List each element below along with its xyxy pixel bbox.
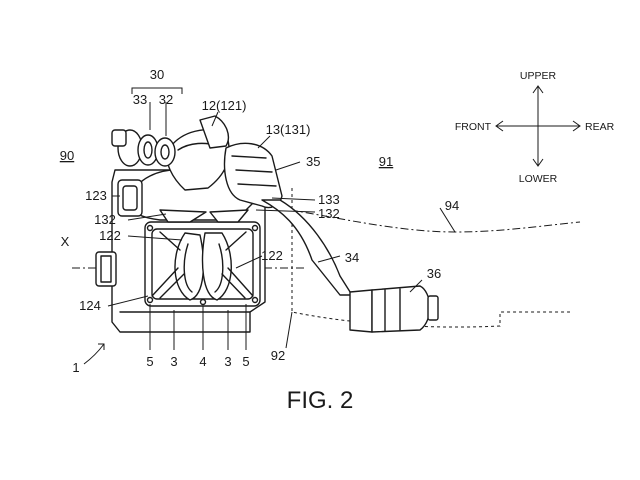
ref-5-right: 5: [242, 354, 249, 369]
front-pulley: [95, 251, 117, 287]
port-right-lower: [221, 267, 254, 299]
bolt-5: [199, 298, 207, 306]
catalytic-converter-36: [371, 285, 431, 333]
leader-12: [211, 111, 219, 127]
ref-91: 91: [379, 154, 393, 169]
intake-runner-left: [159, 209, 207, 223]
figure-caption: FIG. 2: [287, 387, 354, 414]
leader-36: [409, 279, 423, 293]
ref-1: 1: [72, 360, 79, 375]
throttle-body-32: [154, 137, 176, 167]
converter-outlet: [427, 295, 439, 321]
ref-132-left: 132: [94, 212, 116, 227]
compass-rear-label: REAR: [585, 121, 615, 133]
converter-36-bands: [384, 288, 401, 332]
exhaust-pipe-34: [261, 199, 353, 296]
ref-12: 12(121): [202, 98, 247, 113]
ref-133: 133: [318, 192, 340, 207]
leader-1: [83, 343, 105, 365]
leader-133: [271, 197, 316, 201]
port-left-lower: [151, 267, 185, 299]
ref-3-right: 3: [224, 354, 231, 369]
actuator-box: [111, 129, 127, 147]
leader-94: [439, 207, 456, 233]
rear-arrowhead: [572, 120, 581, 132]
ref-124: 124: [79, 298, 101, 313]
rotor-left-inner: [183, 243, 193, 293]
leader-124: [107, 295, 149, 307]
lower-arrowhead: [532, 158, 544, 167]
ref-32: 32: [159, 92, 173, 107]
ref-94: 94: [445, 198, 459, 213]
leader-122-left: [127, 235, 183, 241]
ref-90: 90: [60, 148, 74, 163]
throttle-assembly: [111, 129, 176, 167]
ref-132-right: 132: [318, 206, 340, 221]
sensor-body: [117, 179, 143, 217]
ref-5-left: 5: [146, 354, 153, 369]
sensor-123: [117, 179, 143, 217]
throttle-valve-33: [143, 141, 153, 159]
bolt-3: [146, 296, 154, 304]
ref-36: 36: [427, 266, 441, 281]
leader-13: [257, 135, 271, 149]
leader-lines: [83, 87, 423, 365]
ref-13: 13(131): [266, 122, 311, 137]
throttle-valve-32: [160, 144, 170, 160]
leader-35: [275, 161, 301, 171]
ref-3-left: 3: [170, 354, 177, 369]
intake-runner-right: [209, 209, 249, 223]
ref-35: 35: [306, 154, 320, 169]
compass-upper-label: UPPER: [520, 70, 557, 82]
leader-34: [317, 255, 341, 263]
port-upper: [159, 231, 247, 251]
leader-132-left: [127, 213, 167, 221]
ref-34: 34: [345, 250, 359, 265]
leader-132-right: [255, 209, 316, 213]
direction-compass: UPPER LOWER FRONT REAR: [455, 70, 615, 185]
pulley-inner: [100, 255, 112, 283]
leader-1-arrow: [98, 343, 105, 350]
ref-92: 92: [271, 348, 285, 363]
compass-front-label: FRONT: [455, 121, 492, 133]
leader-92: [285, 311, 293, 349]
ref-123: 123: [85, 188, 107, 203]
reference-labels: 30 33 32 12(121) 13(131) 90 91 35 123 13…: [60, 67, 459, 375]
compass-lower-label: LOWER: [519, 173, 558, 185]
ref-33: 33: [133, 92, 147, 107]
ref-122-right: 122: [261, 248, 283, 263]
ref-122-left: 122: [99, 228, 121, 243]
converter-ribs: [231, 155, 277, 187]
converter-flange: [349, 289, 373, 333]
leader-122-right: [235, 255, 263, 269]
bracket-30: [131, 87, 183, 94]
ref-30: 30: [150, 67, 164, 82]
bolt-1: [146, 224, 154, 232]
bolt-4: [251, 296, 259, 304]
upper-arrowhead: [532, 85, 544, 94]
bolt-2: [251, 224, 259, 232]
ref-4: 4: [199, 354, 206, 369]
sensor-window: [122, 185, 138, 211]
ref-x: X: [61, 234, 70, 249]
front-arrowhead: [495, 120, 504, 132]
rotor-right-inner: [214, 243, 224, 293]
exhaust-system: [223, 142, 439, 333]
